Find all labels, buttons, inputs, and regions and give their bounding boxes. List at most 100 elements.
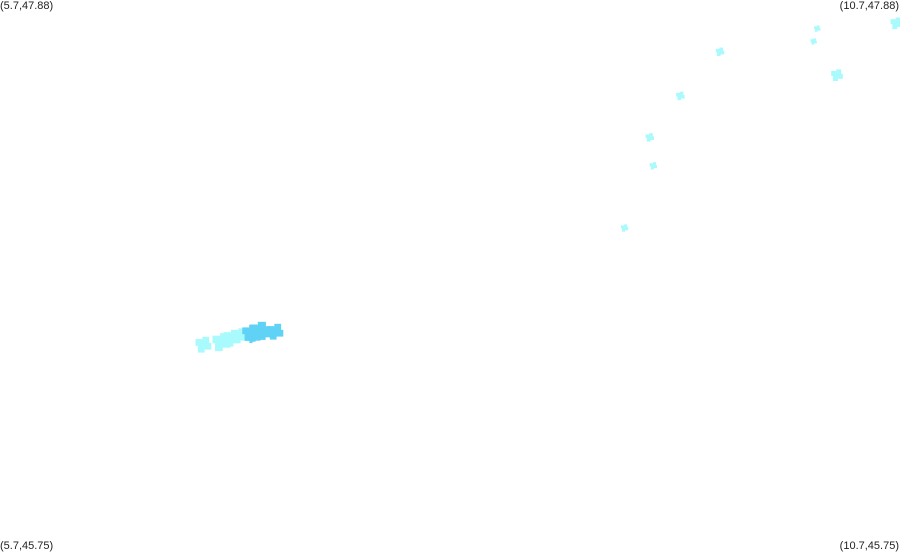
map-point-cluster — [810, 38, 817, 45]
map-point — [813, 38, 816, 41]
map-point — [265, 331, 272, 338]
map-point-cluster — [248, 335, 256, 344]
map-point — [717, 49, 723, 55]
map-point — [204, 342, 212, 350]
corner-label-bottom-left: (5.7,45.75) — [0, 540, 54, 552]
map-point-cluster — [645, 133, 654, 142]
map-point — [274, 323, 282, 331]
map-point — [893, 20, 900, 27]
map-point — [270, 327, 280, 337]
map-point — [251, 335, 255, 339]
map-point — [238, 329, 244, 336]
map-point — [235, 331, 244, 340]
map-point — [649, 163, 653, 167]
map-point — [240, 335, 246, 341]
map-point — [650, 136, 654, 140]
map-point — [252, 338, 256, 342]
map-point — [620, 225, 624, 229]
map-point — [267, 326, 275, 333]
map-point — [227, 333, 237, 343]
map-point — [232, 330, 239, 337]
map-point — [202, 336, 210, 344]
map-point — [260, 329, 269, 337]
map-point — [249, 337, 255, 342]
map-point — [649, 133, 653, 137]
map-point — [715, 48, 720, 53]
map-point — [197, 345, 205, 353]
map-point — [215, 343, 223, 352]
map-point — [249, 324, 258, 333]
map-point — [717, 52, 721, 56]
map-point — [625, 227, 629, 231]
map-point-cluster — [195, 336, 212, 353]
map-point — [811, 41, 815, 45]
map-point — [226, 339, 234, 347]
map-point — [897, 21, 900, 27]
map-point — [212, 335, 221, 344]
map-point — [242, 327, 250, 335]
map-point — [257, 321, 266, 330]
map-point — [647, 135, 653, 140]
map-point — [816, 25, 820, 29]
map-point — [895, 17, 900, 23]
map-point — [651, 163, 656, 168]
map-point — [259, 334, 266, 340]
map-point — [832, 76, 838, 81]
corner-label-top-right: (10.7,47.88) — [839, 0, 899, 12]
map-point — [195, 339, 203, 346]
map-point-cluster — [649, 162, 657, 170]
map-point — [814, 26, 817, 29]
map-point — [252, 332, 261, 341]
map-point — [811, 39, 816, 44]
map-point — [815, 26, 819, 31]
map-point — [650, 166, 654, 170]
map-point — [676, 92, 680, 97]
map-point — [276, 329, 284, 337]
map-point — [817, 27, 821, 31]
map-point — [815, 29, 818, 32]
map-point — [681, 94, 685, 99]
map-point-cluster — [715, 47, 725, 56]
map-point — [244, 334, 252, 341]
map-point — [622, 226, 627, 231]
map-point-cluster — [890, 17, 900, 30]
map-point-cluster — [267, 323, 284, 340]
map-point — [833, 71, 841, 79]
map-point — [216, 337, 227, 348]
map-point — [837, 73, 843, 79]
map-point — [645, 134, 650, 138]
map-point — [269, 332, 277, 340]
map-point — [234, 336, 241, 343]
map-point — [198, 340, 208, 350]
map-point — [257, 328, 264, 334]
map-point-cluster — [831, 69, 843, 81]
map-point — [720, 50, 725, 55]
corner-label-top-left: (5.7,47.88) — [0, 0, 54, 12]
map-point — [719, 47, 723, 52]
map-point — [249, 340, 253, 344]
map-point — [677, 96, 681, 101]
map-point-cluster — [257, 326, 272, 340]
map-point — [831, 71, 837, 76]
map-point — [223, 332, 231, 340]
map-point — [836, 69, 842, 75]
map-point — [810, 39, 814, 42]
map-point — [653, 165, 657, 169]
map-point — [646, 138, 651, 142]
map-point — [622, 228, 626, 232]
map-point — [263, 326, 270, 333]
map-point — [892, 24, 898, 30]
map-point-cluster — [814, 25, 821, 32]
map-point-cluster — [620, 224, 629, 232]
map-point — [245, 328, 255, 338]
map-point — [814, 40, 817, 44]
corner-label-bottom-right: (10.7,45.75) — [839, 540, 899, 552]
map-point — [624, 224, 628, 228]
map-point — [678, 93, 683, 99]
map-point — [248, 336, 252, 340]
map-point — [679, 91, 684, 96]
map-point-cluster — [676, 91, 685, 101]
map-point — [652, 162, 656, 166]
